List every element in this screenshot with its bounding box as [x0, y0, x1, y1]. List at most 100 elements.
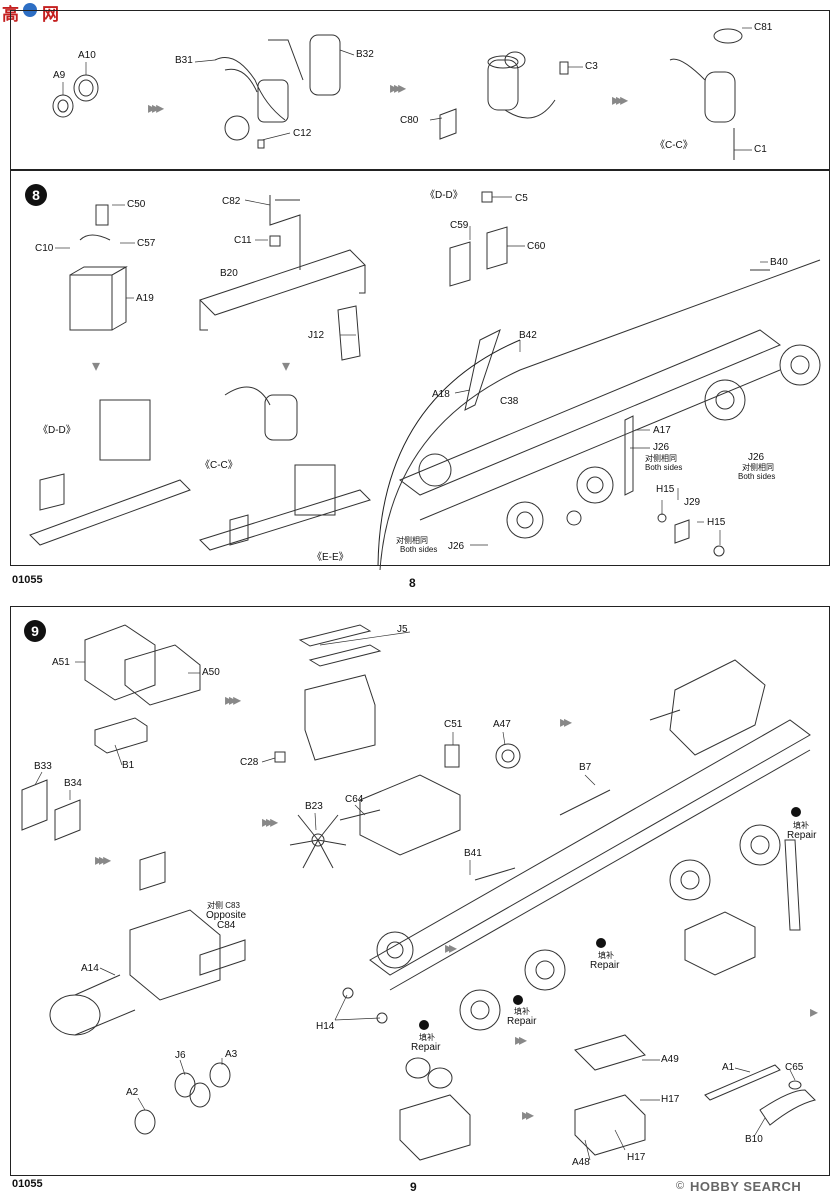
page-number-9: 9 [410, 1180, 417, 1194]
part-label-a50: A50 [202, 667, 220, 678]
repair-cn: 填补 [793, 821, 809, 830]
repair-cn: 填补 [419, 1033, 435, 1042]
repair-cn: 填补 [598, 951, 614, 960]
part-label-c3: C3 [585, 61, 598, 72]
flow-arrow-icon: ▸ [810, 1004, 818, 1021]
repair-en: Repair [787, 830, 817, 841]
part-label-c59: C59 [450, 220, 469, 231]
part-label-a48: A48 [572, 1157, 590, 1168]
both-sides-cn-label: 对侧相同 [645, 454, 677, 463]
repair-icon [791, 807, 801, 817]
part-label-j12: J12 [308, 330, 325, 341]
step9-number: 9 [24, 620, 46, 642]
part-label-c60: C60 [527, 241, 546, 252]
step8-number: 8 [25, 184, 47, 206]
flow-arrow-down-icon: ▾ [282, 358, 290, 375]
part-label-b31: B31 [175, 55, 193, 66]
flow-arrow-icon: ▸▸▸ [95, 852, 111, 869]
flow-arrow-icon: ▸▸ [445, 940, 457, 957]
part-label-h17-b: H17 [627, 1152, 646, 1163]
part-label-a51: A51 [52, 657, 70, 668]
part-label-c11: C11 [234, 235, 252, 246]
part-label-c51: C51 [444, 719, 463, 730]
part-label-a47: A47 [493, 719, 511, 730]
part-label-a9: A9 [53, 70, 66, 81]
model-code-top: 01055 [12, 574, 43, 586]
part-label-c12: C12 [293, 128, 312, 139]
flow-arrow-icon: ▸▸▸ [612, 92, 628, 109]
part-label-a17: A17 [653, 425, 671, 436]
step8-panel [10, 170, 830, 566]
repair-marker: 填补 Repair [590, 938, 630, 971]
view-label-c-c-step7: 《C-C》 [655, 140, 693, 151]
part-label-c28: C28 [240, 757, 259, 768]
part-label-b7: B7 [579, 762, 592, 773]
part-label-j29: J29 [684, 497, 701, 508]
part-label-a14: A14 [81, 963, 99, 974]
flow-arrow-down-icon: ▾ [92, 358, 100, 375]
part-label-j6: J6 [175, 1050, 186, 1061]
repair-marker: 填补 Repair [787, 807, 827, 841]
both-sides-cn-label-2: 对侧相同 [742, 463, 774, 472]
flow-arrow-icon: ▸▸ [522, 1107, 534, 1124]
flow-arrow-icon: ▸▸▸ [225, 692, 241, 709]
step9-panel [10, 606, 830, 1176]
flow-arrow-icon: ▸▸▸ [390, 80, 406, 97]
model-code-bottom: 01055 [12, 1178, 43, 1190]
both-sides-cn-label-3: 对侧相同 [396, 536, 428, 545]
part-label-a1: A1 [722, 1062, 735, 1073]
repair-icon [513, 995, 523, 1005]
part-label-h15-a: H15 [656, 484, 675, 495]
part-label-c65: C65 [785, 1062, 804, 1073]
part-label-b10: B10 [745, 1134, 763, 1145]
part-label-a10: A10 [78, 50, 96, 61]
flow-arrow-icon: ▸▸ [515, 1032, 527, 1049]
part-label-b41: B41 [464, 848, 482, 859]
part-label-c1: C1 [754, 144, 767, 155]
repair-cn: 填补 [514, 1007, 530, 1016]
repair-en: Repair [590, 960, 620, 971]
repair-marker: 填补 Repair [405, 1020, 445, 1053]
part-label-h17-a: H17 [661, 1094, 680, 1105]
flow-arrow-icon: ▸▸▸ [262, 814, 278, 831]
part-label-c38: C38 [500, 396, 519, 407]
copyright-mark-icon: © [676, 1180, 685, 1192]
part-label-h14: H14 [316, 1021, 335, 1032]
page-number-8: 8 [409, 576, 416, 590]
opposite-en-label: Opposite [206, 910, 247, 921]
part-label-b20: B20 [220, 268, 238, 279]
part-label-b40: B40 [770, 257, 788, 268]
part-label-j5: J5 [397, 624, 408, 635]
repair-icon [419, 1020, 429, 1030]
hobby-search-logo: © HOBBY SEARCH [676, 1178, 831, 1198]
watermark-logo: 高 网 [2, 0, 72, 24]
part-label-c81: C81 [754, 22, 773, 33]
part-label-c57: C57 [137, 238, 156, 249]
part-label-a3: A3 [225, 1049, 238, 1060]
logo-text: HOBBY SEARCH [690, 1179, 802, 1194]
part-label-j26-left: J26 [448, 541, 465, 552]
part-label-c82: C82 [222, 196, 241, 207]
part-label-b32: B32 [356, 49, 374, 60]
opposite-cn-label: 对侧 C83 [207, 901, 240, 910]
part-label-j26-right: J26 [653, 442, 670, 453]
view-label-c-c-step8: 《C-C》 [200, 460, 238, 471]
watermark-char-2: 网 [42, 5, 59, 24]
part-label-h15-b: H15 [707, 517, 726, 528]
part-label-j26-far: J26 [748, 452, 765, 463]
part-label-b1: B1 [122, 760, 135, 771]
part-label-c5: C5 [515, 193, 528, 204]
view-label-e-e: 《E-E》 [312, 552, 349, 563]
both-sides-en-label-3: Both sides [400, 545, 438, 554]
part-label-b33: B33 [34, 761, 52, 772]
flow-arrow-icon: ▸▸▸ [148, 100, 164, 117]
part-label-a18: A18 [432, 389, 450, 400]
part-label-a2: A2 [126, 1087, 139, 1098]
repair-en: Repair [411, 1042, 441, 1053]
view-label-d-d-left: 《D-D》 [38, 425, 76, 436]
repair-en: Repair [507, 1016, 537, 1027]
view-label-d-d-top: 《D-D》 [425, 190, 463, 201]
part-label-c84: C84 [217, 920, 236, 931]
part-label-b23: B23 [305, 801, 323, 812]
